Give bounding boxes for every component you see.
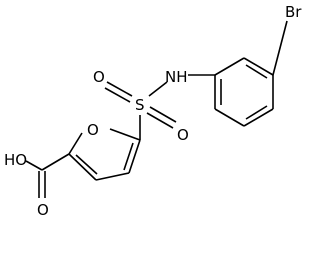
carbonyl-oxygen-label: O <box>37 201 49 219</box>
benzene-bond-4 <box>243 108 274 127</box>
furan-bond-c4-c5 <box>128 139 141 174</box>
structure-canvas: Br NH S O O O HO O <box>4 3 302 219</box>
hydroxyl-label: HO <box>4 151 27 169</box>
furan-bond-c5-o <box>109 128 141 141</box>
benzene-bond-2 <box>243 57 274 76</box>
carbon-bromine-bond <box>272 20 288 76</box>
sulfonyl-oxygen-bottom-label: O <box>177 126 189 144</box>
amine-label: NH <box>165 68 188 86</box>
carboxyl-hydroxyl-bond <box>25 160 43 171</box>
sulfonyl-double-bond-left <box>104 81 133 103</box>
benzene-bond-1 <box>214 57 245 76</box>
sulfonyl-oxygen-left-label: O <box>93 68 105 86</box>
carbonyl-double-bond <box>38 171 46 198</box>
benzene-bond-5 <box>214 108 245 127</box>
bromine-label: Br <box>285 3 302 21</box>
benzene-inner-bond-1 <box>245 64 268 79</box>
benzene-ring <box>214 57 274 127</box>
nitrogen-sulfur-bond <box>148 81 168 97</box>
furan-ring <box>68 128 141 181</box>
sulfur-label: S <box>135 96 145 114</box>
furan-bond-o-c2 <box>68 132 83 155</box>
sulfonyl-double-bond-bottom <box>146 106 177 129</box>
furan-carboxyl-bond <box>41 153 70 171</box>
molecule-drawing: Br NH S O O O HO O <box>4 3 302 219</box>
furan-bond-c3-c4 <box>95 172 130 181</box>
furan-oxygen-label: O <box>87 121 99 139</box>
furan-inner-bond-c2-c3 <box>75 154 98 175</box>
furan-inner-bond-c4-c5 <box>123 142 134 171</box>
benzene-inner-bond-2 <box>245 105 268 120</box>
furan-bond-c2-c3 <box>68 153 97 181</box>
